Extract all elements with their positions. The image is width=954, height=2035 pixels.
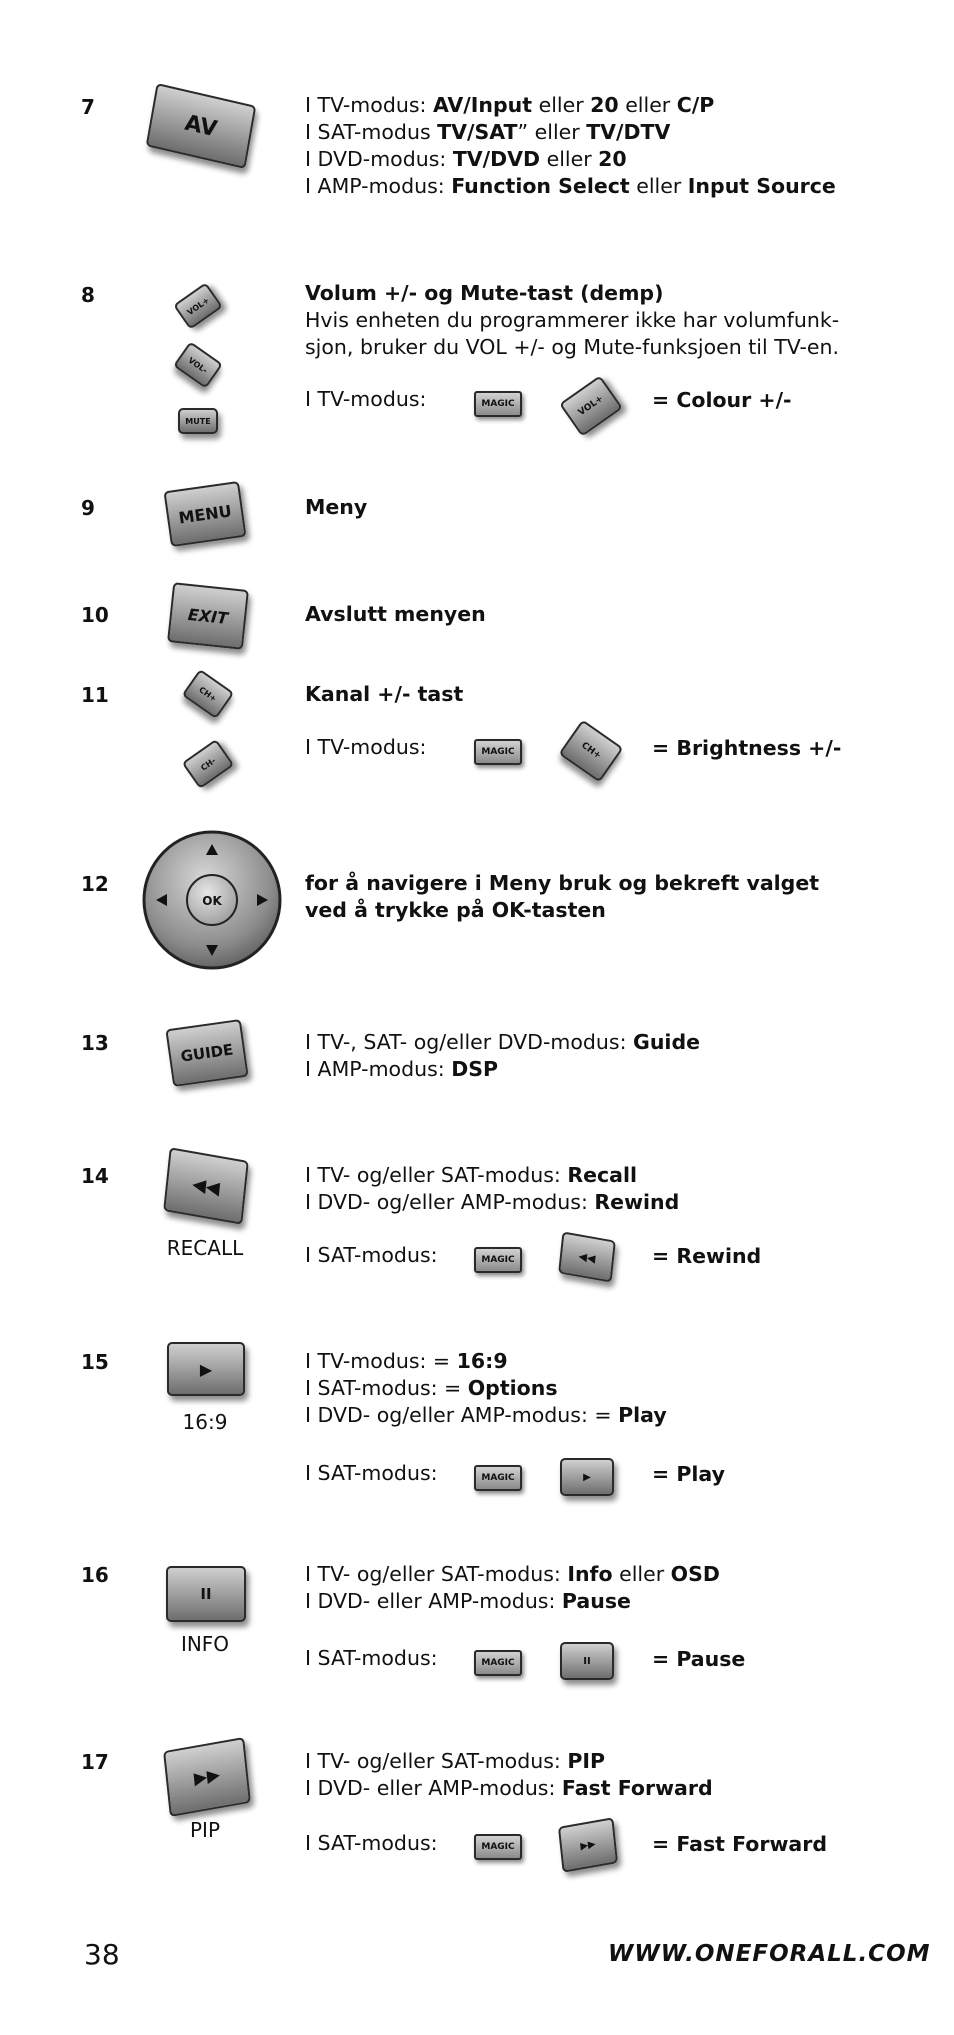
magic-button-image: MAGIC	[474, 739, 522, 765]
item-text: I TV- og/eller SAT-modus: Info eller OSD…	[305, 1561, 720, 1615]
play-button-image: ▶	[560, 1458, 614, 1496]
item-text: Volum +/- og Mute-tast (demp) Hvis enhet…	[305, 280, 839, 361]
item-number: 7	[81, 95, 95, 119]
ch-minus-button-image: CH-	[181, 738, 235, 790]
rewind-button-image: ◀◀	[163, 1147, 249, 1225]
item-line: for å navigere i Meny bruk og bekreft va…	[305, 871, 820, 895]
combo-result: = Pause	[652, 1647, 746, 1671]
arrow-down-icon	[206, 945, 218, 956]
combo-result: = Fast Forward	[652, 1832, 828, 1856]
vol-minus-button-image: VOL-	[173, 341, 223, 389]
item-number: 14	[81, 1164, 109, 1188]
combo-mode: I SAT-modus:	[305, 1646, 438, 1670]
combo-result: = Play	[652, 1462, 725, 1486]
button-caption: INFO	[180, 1632, 230, 1656]
combo-mode: I SAT-modus:	[305, 1461, 438, 1485]
combo-mode: I SAT-modus:	[305, 1243, 438, 1267]
item-heading: Volum +/- og Mute-tast (demp)	[305, 281, 664, 305]
magic-button-image: MAGIC	[474, 1650, 522, 1676]
fast-forward-button-image: ▶▶	[557, 1817, 619, 1873]
item-line: I TV-modus: AV/Input eller 20 eller C/P	[305, 93, 715, 117]
item-number: 17	[81, 1750, 109, 1774]
item-heading: for å navigere i Meny bruk og bekreft va…	[305, 870, 819, 924]
ch-plus-button-image: CH+	[558, 719, 624, 783]
rewind-button-image: ◀◀	[558, 1231, 616, 1283]
item-number: 10	[81, 603, 109, 627]
item-line: I AMP-modus: Function Select eller Input…	[305, 174, 836, 198]
av-button-image: AV	[145, 82, 257, 170]
item-line: I SAT-modus: = Options	[305, 1376, 558, 1400]
combo-mode: I TV-modus:	[305, 387, 427, 411]
arrow-up-icon	[206, 844, 218, 855]
item-heading: Meny	[305, 495, 368, 519]
item-line: I TV- og/eller SAT-modus: Info eller OSD	[305, 1562, 720, 1586]
arrow-right-icon	[257, 894, 268, 906]
magic-button-image: MAGIC	[474, 1465, 522, 1491]
item-line: Hvis enheten du programmerer ikke har vo…	[305, 308, 840, 332]
item-line: I SAT-modus TV/SAT” eller TV/DTV	[305, 120, 671, 144]
item-number: 9	[81, 496, 95, 520]
play-button-image: ▶	[167, 1342, 245, 1396]
arrow-left-icon	[156, 894, 167, 906]
item-number: 16	[81, 1563, 109, 1587]
item-line: I TV-modus: = 16:9	[305, 1349, 508, 1373]
button-caption: RECALL	[166, 1236, 244, 1260]
ok-button-label: OK	[202, 894, 222, 908]
item-line: I DVD- eller AMP-modus: Fast Forward	[305, 1776, 713, 1800]
menu-button-image: MENU	[163, 480, 247, 548]
button-caption: PIP	[189, 1818, 221, 1842]
item-line: sjon, bruker du VOL +/- og Mute-funksjoe…	[305, 335, 840, 359]
item-number: 8	[81, 283, 95, 307]
combo-result: = Brightness +/-	[652, 736, 842, 760]
combo-mode: I TV-modus:	[305, 735, 427, 759]
vol-plus-button-image: VOL+	[173, 282, 223, 330]
mute-button-image: MUTE	[178, 408, 218, 434]
item-heading: Kanal +/- tast	[305, 682, 464, 706]
item-text: I TV-, SAT- og/eller DVD-modus: Guide I A…	[305, 1029, 700, 1083]
exit-button-image: EXIT	[167, 582, 249, 650]
item-heading: Avslutt menyen	[305, 602, 486, 626]
item-line: I DVD- og/eller AMP-modus: Rewind	[305, 1190, 680, 1214]
combo-mode: I SAT-modus:	[305, 1831, 438, 1855]
item-number: 15	[81, 1350, 109, 1374]
vol-plus-button-image: VOL+	[559, 375, 623, 437]
pause-button-image: II	[560, 1642, 614, 1680]
guide-button-image: GUIDE	[165, 1018, 249, 1088]
combo-result: = Colour +/-	[652, 388, 792, 412]
item-text: I TV- og/eller SAT-modus: Recall I DVD- o…	[305, 1162, 679, 1216]
item-line: I AMP-modus: DSP	[305, 1057, 499, 1081]
button-caption: 16:9	[182, 1410, 228, 1434]
item-line: I DVD-modus: TV/DVD eller 20	[305, 147, 627, 171]
item-line: I TV- og/eller SAT-modus: Recall	[305, 1163, 638, 1187]
item-text: I TV-modus: = 16:9 I SAT-modus: = Options…	[305, 1348, 667, 1429]
website-url: WWW.ONEFORALL.COM	[608, 1941, 931, 1967]
item-text: I TV- og/eller SAT-modus: PIP I DVD- elle…	[305, 1748, 713, 1802]
item-line: ved å trykke på OK-tasten	[305, 898, 606, 922]
item-line: I DVD- og/eller AMP-modus: = Play	[305, 1403, 667, 1427]
item-number: 12	[81, 872, 109, 896]
item-text: I TV-modus: AV/Input eller 20 eller C/P I…	[305, 92, 836, 200]
magic-button-image: MAGIC	[474, 1247, 522, 1273]
combo-result: = Rewind	[652, 1244, 762, 1268]
ch-plus-button-image: CH+	[181, 668, 235, 720]
navigation-pad-image: OK	[142, 830, 282, 970]
page-number: 38	[84, 1938, 120, 1971]
item-number: 13	[81, 1031, 109, 1055]
magic-button-image: MAGIC	[474, 391, 522, 417]
item-number: 11	[81, 683, 109, 707]
pause-button-image: II	[166, 1566, 246, 1622]
item-line: I TV-, SAT- og/eller DVD-modus: Guide	[305, 1030, 701, 1054]
item-line: I DVD- eller AMP-modus: Pause	[305, 1589, 631, 1613]
item-line: I TV- og/eller SAT-modus: PIP	[305, 1749, 606, 1773]
magic-button-image: MAGIC	[474, 1834, 522, 1860]
fast-forward-button-image: ▶▶	[163, 1737, 251, 1817]
